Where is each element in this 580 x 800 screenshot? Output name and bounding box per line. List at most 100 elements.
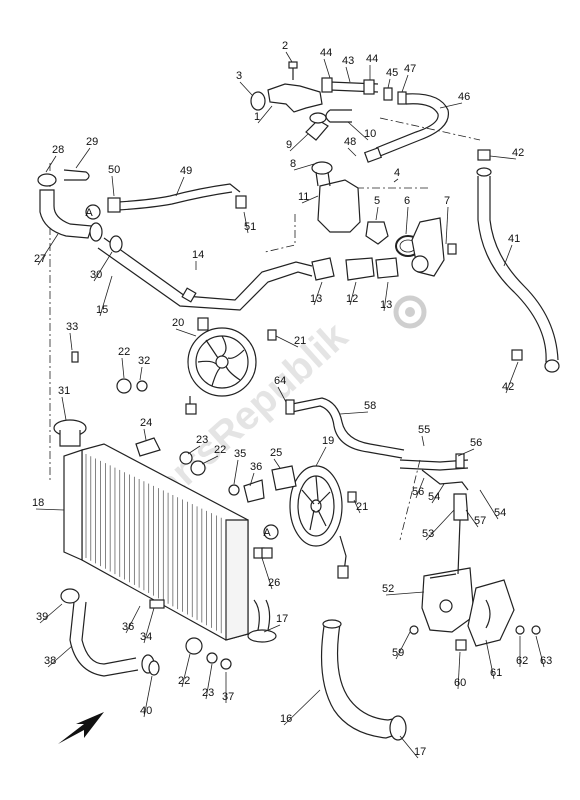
callout-number-c53: 53 [422,528,434,540]
callout-number-c25: 25 [270,447,282,459]
leader-line [535,635,545,668]
leader-line [457,651,461,690]
callout-number-c30: 30 [90,269,102,281]
radiator-core [53,419,249,641]
leader-line [275,335,299,348]
leader-line [349,281,357,306]
callout-number-c4: 4 [394,167,400,179]
callout-number-c14: 14 [192,249,204,261]
leader-line [383,281,389,312]
callout-number-c26: 26 [268,577,280,589]
leader-line [175,328,197,337]
leader-line [143,428,147,441]
callout-number-c9: 9 [286,139,292,151]
leader-line [181,653,191,688]
callout-number-c18: 18 [32,497,44,509]
callout-number-c7: 7 [444,195,450,207]
callout-number-c19: 19 [322,435,334,447]
leader-line [263,624,281,633]
leader-line [353,499,361,514]
leader-line [233,459,239,485]
leader-line [45,155,57,173]
callout-number-c12: 12 [346,293,358,305]
leader-line [323,58,331,79]
callout-number-c16: 16 [280,713,292,725]
callout-number-c36b: 36 [122,621,134,633]
callout-number-c58: 58 [364,400,376,412]
callout-number-c22a: 22 [118,346,130,358]
leader-line [47,645,73,668]
leader-line [61,396,67,421]
hose-41 [476,149,560,373]
leader-line [187,445,201,455]
callout-number-c21b: 21 [356,501,368,513]
callout-number-c10: 10 [364,128,376,140]
leader-line [401,74,409,93]
callout-number-c54a: 54 [428,491,440,503]
fan-19 [289,465,349,579]
callout-number-c1: 1 [254,111,260,123]
leader-line [243,211,249,234]
callout-number-c60: 60 [454,677,466,689]
leader-line [393,178,399,183]
callout-number-c5: 5 [374,195,380,207]
callout-number-c8: 8 [290,158,296,170]
callout-number-c52: 52 [382,583,394,595]
callout-number-c57: 57 [474,515,486,527]
leader-line [201,455,219,465]
leader-line [39,603,63,624]
hose-27 [37,169,123,253]
callout-number-c44b: 44 [366,53,378,65]
callout-number-c55: 55 [418,424,430,436]
leader-line [439,102,463,109]
leader-line [445,206,449,245]
callout-number-c61: 61 [490,667,502,679]
fan-20 [185,317,257,415]
leader-line [425,509,455,541]
leader-line [285,51,293,63]
leader-line [35,508,65,511]
callout-number-c54b: 54 [494,507,506,519]
front-direction-arrow-icon [58,712,104,744]
callout-number-c13a: 13 [310,293,322,305]
callout-number-c50: 50 [108,164,120,176]
callout-number-c49: 49 [180,165,192,177]
leader-line [205,663,213,700]
leader-line [93,251,113,282]
leader-line [399,735,419,759]
watermark-gear-icon [393,295,427,329]
callout-number-c48: 48 [344,136,356,148]
leader-line [99,275,113,317]
leader-lines [35,51,545,759]
callout-number-c40: 40 [140,705,152,717]
thermostat-housing-group [311,161,457,281]
leader-line [345,66,351,83]
leader-line [315,446,327,467]
lower-hoses [60,588,407,741]
leader-line [37,233,59,266]
radiator-mount-hardware [71,329,357,670]
leader-line [347,147,357,157]
leader-line [139,366,143,381]
leader-line [289,133,309,152]
leader-line [283,689,321,726]
callout-number-c21a: 21 [294,335,306,347]
callout-number-c38: 38 [44,655,56,667]
leader-line [301,195,319,204]
callout-number-c43: 43 [342,55,354,67]
leader-line [431,483,445,504]
callout-number-c29: 29 [86,136,98,148]
callout-number-c59: 59 [392,647,404,659]
leader-line [415,477,425,499]
callout-number-c45: 45 [386,67,398,79]
callout-number-c23b: 23 [202,687,214,699]
leader-line [375,206,379,221]
leader-line [261,557,273,590]
leader-line [395,631,411,660]
leader-line [505,361,519,394]
upper-pipe-assembly [250,61,450,163]
callout-number-c27: 27 [34,253,46,265]
callout-number-c22c: 22 [178,675,190,687]
